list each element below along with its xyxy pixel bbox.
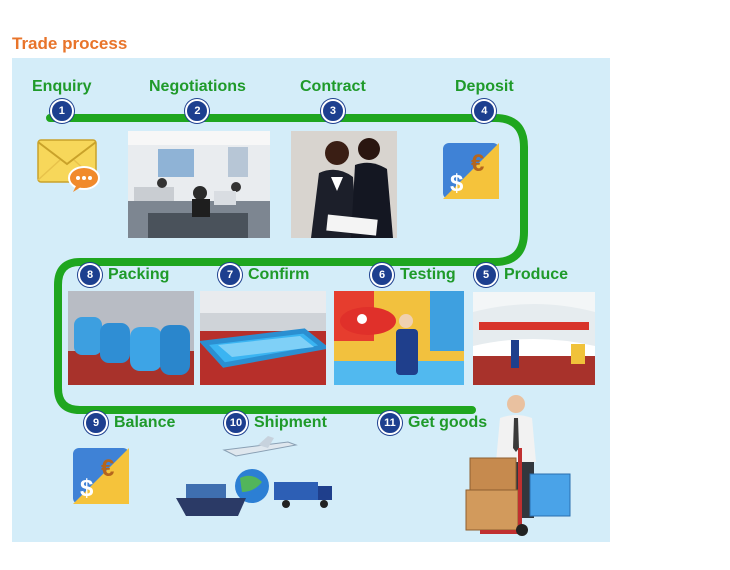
balance-currency-icon: $ € [73,448,129,504]
step-9: 9 Balance [84,411,175,435]
step-label: Deposit [455,78,514,95]
step-6: 6 Testing [370,263,456,287]
euro-symbol: € [471,150,484,177]
testing-photo [334,291,464,385]
step-number-badge: 4 [472,99,497,123]
step-label: Balance [114,414,176,431]
step-label: Confirm [248,266,310,283]
step-number-badge: 9 [84,411,108,435]
step-label: Produce [504,266,569,283]
pool-confirm-photo [200,291,326,385]
factory-produce-photo [473,292,595,385]
step-11: 11 Get goods [378,411,487,435]
dollar-symbol: $ [450,170,464,197]
step-number-badge: 1 [49,99,74,123]
step-label: Testing [400,266,456,283]
step-label: Contract [300,78,366,95]
deposit-currency-icon: $ € [443,143,499,199]
step-7: 7 Confirm [218,263,309,287]
dollar-symbol: $ [80,475,94,502]
step-number-badge: 10 [224,411,248,435]
office-negotiation-photo [128,131,270,238]
delivery-man-icon [465,395,571,536]
step-label: Shipment [254,414,327,431]
packing-photo [68,291,194,385]
step-number-badge: 6 [370,263,394,287]
step-label: Negotiations [149,78,246,95]
step-label: Packing [108,266,170,283]
step-10: 10 Shipment [224,411,327,435]
step-3: Contract 3 [300,78,366,123]
step-label: Get goods [408,414,488,431]
step-number-badge: 7 [218,263,242,287]
envelope-chat-icon [37,139,100,192]
step-number-badge: 2 [185,99,210,123]
shipment-logistics-icon [176,436,332,516]
step-4: Deposit 4 [455,78,514,123]
euro-symbol: € [101,455,114,482]
step-number-badge: 8 [78,263,102,287]
step-1: Enquiry 1 [32,78,92,123]
step-number-badge: 3 [320,99,345,123]
step-label: Enquiry [32,78,92,95]
contract-signing-photo [291,131,397,238]
step-number-badge: 11 [378,411,402,435]
step-number-badge: 5 [474,263,498,287]
page-title: Trade process [12,34,128,53]
step-2: Negotiations 2 [149,78,246,123]
step-5: 5 Produce [474,263,568,287]
step-8: 8 Packing [78,263,169,287]
